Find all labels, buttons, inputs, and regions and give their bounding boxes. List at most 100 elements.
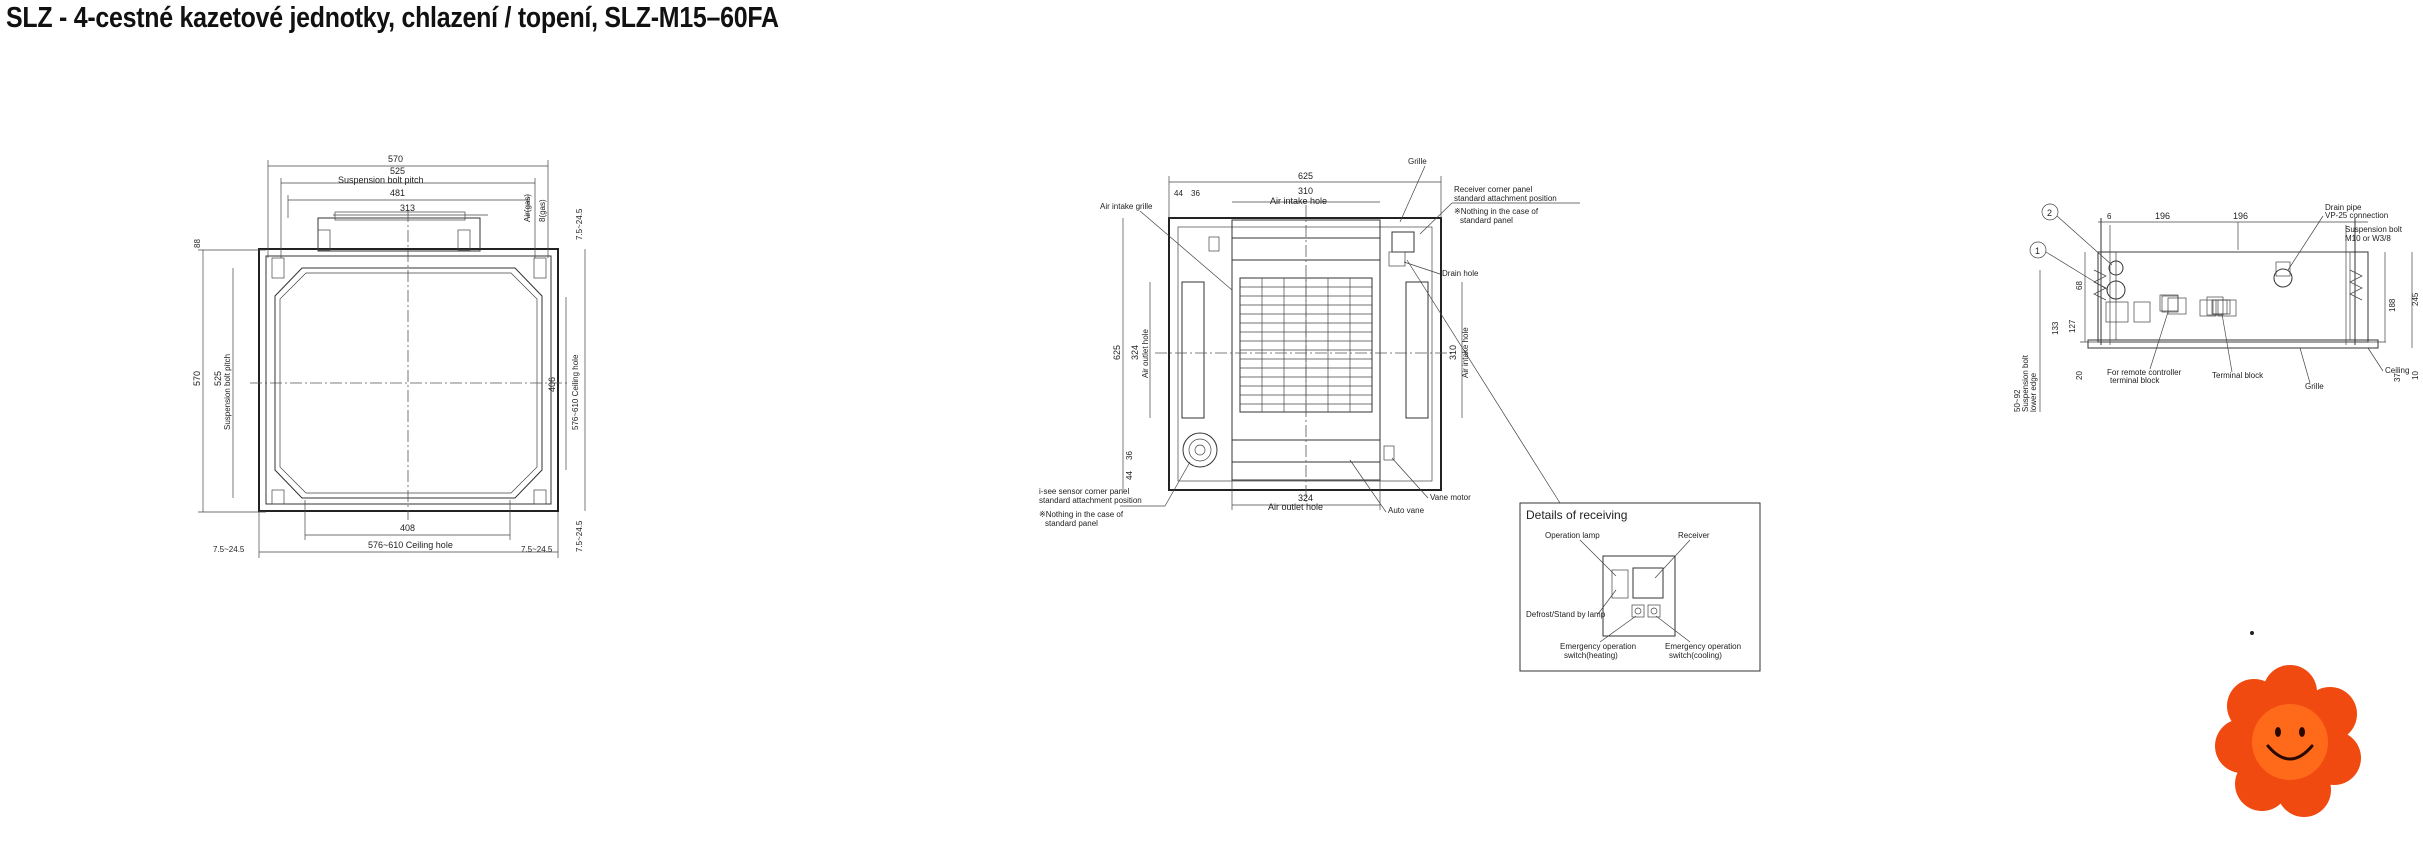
details-operation-lamp: Operation lamp [1545, 531, 1600, 540]
view1-air-gas: Air(gas) [523, 194, 532, 222]
view2-isee-sensor [1182, 432, 1218, 468]
details-em-cooling-2: switch(cooling) [1669, 651, 1722, 660]
view2-dim-324: 324 [1298, 493, 1313, 503]
view3-dim-133: 133 [2051, 321, 2060, 335]
view3-dim-50-92: 50~92 [2013, 389, 2022, 412]
view3-dim-245: 245 [2411, 292, 2420, 306]
view3-terminal-block: Terminal block [2212, 371, 2264, 380]
view1-dim-406: 406 [547, 377, 557, 392]
view1-dim-313: 313 [400, 203, 415, 213]
view3-side-view: 2 1 6 196 196 Drain pipe VP-25 connectio… [2013, 203, 2420, 412]
small-dot [2250, 631, 2254, 635]
details-title: Details of receiving [1526, 508, 1627, 522]
view2-air-intake-hole-v: Air intake hole [1461, 327, 1470, 378]
view3-ceiling: Ceiling [2385, 366, 2409, 375]
view1-dim-570-left: 570 [192, 371, 202, 386]
view1-dim-7-5-top: 7.5~24.5 [575, 208, 584, 240]
view2-air-outlet-hole-v: Air outlet hole [1141, 329, 1150, 378]
details-em-cooling-1: Emergency operation [1665, 642, 1741, 651]
details-receiver-body [1602, 555, 1676, 637]
view2-receiver-panel: Receiver corner panel [1454, 185, 1532, 194]
view3-dim-20: 20 [2075, 371, 2084, 380]
view1-dim-88: 88 [193, 239, 202, 248]
view2-auto-vane: Auto vane [1388, 506, 1425, 515]
view3-panel [2087, 339, 2379, 349]
view2-air-intake-grille-label: Air intake grille [1100, 202, 1153, 211]
view1-susp-left: Suspension bolt pitch [223, 354, 232, 430]
view3-dim-68: 68 [2075, 281, 2084, 290]
view1-susp-bolt-label: Suspension bolt pitch [338, 175, 424, 185]
view2-dim-44-b: 44 [1125, 471, 1134, 480]
view1-dim-7-5-left: 7.5~24.5 [213, 545, 245, 554]
flower-smile [2266, 744, 2314, 761]
view3-dim-6: 6 [2107, 212, 2112, 221]
view2-panel-outline [1168, 217, 1442, 491]
view2-receiver-box [1391, 231, 1415, 253]
view1-unit-body [274, 267, 543, 499]
view3-dim-10: 10 [2411, 371, 2420, 380]
view3-dim-188: 188 [2388, 298, 2397, 312]
view2-dim-36: 36 [1191, 189, 1200, 198]
view3-unit-body [2097, 251, 2369, 343]
view2-dim-625: 625 [1298, 171, 1313, 181]
details-em-heating-2: switch(heating) [1564, 651, 1618, 660]
view1-dim-525-left: 525 [213, 371, 223, 386]
view1-dim-570-top: 570 [388, 154, 403, 164]
view1-outer-panel [258, 248, 559, 512]
view2-grille-label: Grille [1408, 157, 1427, 166]
view1-ceiling-hole-v: 576~610 Ceiling hole [571, 354, 580, 430]
view2-std-attach2: standard attachment position [1039, 496, 1142, 505]
view3-n2: 2 [2047, 208, 2052, 218]
view1-dim-408: 408 [400, 523, 415, 533]
view2-dim-324-v: 324 [1130, 345, 1140, 360]
view1-dim-7-5-bot: 7.5~24.5 [575, 520, 584, 552]
view1-inner-frame [265, 255, 552, 505]
view3-callout-2 [2041, 203, 2059, 221]
view1-unit-body-inner [279, 272, 538, 494]
view1-ceiling-hole: 576~610 Ceiling hole [368, 540, 453, 550]
view3-dim-196a: 196 [2155, 211, 2170, 221]
view2-dim-310: 310 [1298, 186, 1313, 196]
details-receiver-window [1632, 567, 1664, 599]
flower-eye-right [2299, 727, 2305, 737]
details-em-heating-1: Emergency operation [1560, 642, 1636, 651]
view3-dim-37: 37 [2393, 373, 2402, 382]
view2-std-panel2: standard panel [1045, 519, 1098, 528]
view3-m10: M10 or W3/8 [2345, 234, 2391, 243]
view3-remote-1: For remote controller [2107, 368, 2182, 377]
view2-nothing2: ※Nothing in the case of [1039, 510, 1124, 519]
view1-dim-481: 481 [390, 188, 405, 198]
flower-logo-icon [2215, 665, 2361, 817]
view3-susp-bolt-lower: Suspension bolt [2021, 354, 2030, 412]
view2-isee-panel: i-see sensor corner panel [1039, 487, 1129, 496]
view1-pipe-box [317, 217, 481, 252]
details-of-receiving: Details of receiving Operation lamp Rece… [1519, 502, 1761, 672]
details-receiver: Receiver [1678, 531, 1710, 540]
view2-std-attach: standard attachment position [1454, 194, 1557, 203]
view3-susp-bolt: Suspension bolt [2345, 225, 2403, 234]
view2-std-panel1: standard panel [1460, 216, 1513, 225]
view3-lower-edge: lower edge [2029, 372, 2038, 412]
view3-drain-pipe: Drain pipe [2325, 203, 2362, 212]
view3-dim-196b: 196 [2233, 211, 2248, 221]
view1-air-liquid: 8(gas) [538, 199, 547, 222]
view2-air-outlet-hole: Air outlet hole [1268, 502, 1323, 512]
view2-air-intake-hole: Air intake hole [1270, 196, 1327, 206]
view3-vp25: VP-25 connection [2325, 211, 2388, 220]
view3-n1: 1 [2035, 246, 2040, 256]
view2-panel-view: 625 310 Air intake hole 44 36 Air intake… [1039, 157, 1580, 528]
flower-eye-left [2275, 727, 2281, 737]
view2-dim-625-v: 625 [1112, 345, 1122, 360]
view1-top-view: 570 525 Suspension bolt pitch 481 313 40… [192, 154, 586, 558]
page-title: SLZ - 4-cestné kazetové jednotky, chlaze… [6, 2, 779, 34]
view2-vane-motor: Vane motor [1430, 493, 1471, 502]
details-defrost: Defrost/Stand by lamp [1526, 610, 1606, 619]
details-frame [1519, 502, 1761, 672]
view3-dim-127: 127 [2068, 319, 2077, 333]
view2-dim-36-b: 36 [1125, 451, 1134, 460]
view2-dim-44: 44 [1174, 189, 1183, 198]
flower-center [2252, 704, 2328, 780]
view2-dim-310-v: 310 [1448, 345, 1458, 360]
view1-dim-7-5-right: 7.5~24.5 [521, 545, 553, 554]
